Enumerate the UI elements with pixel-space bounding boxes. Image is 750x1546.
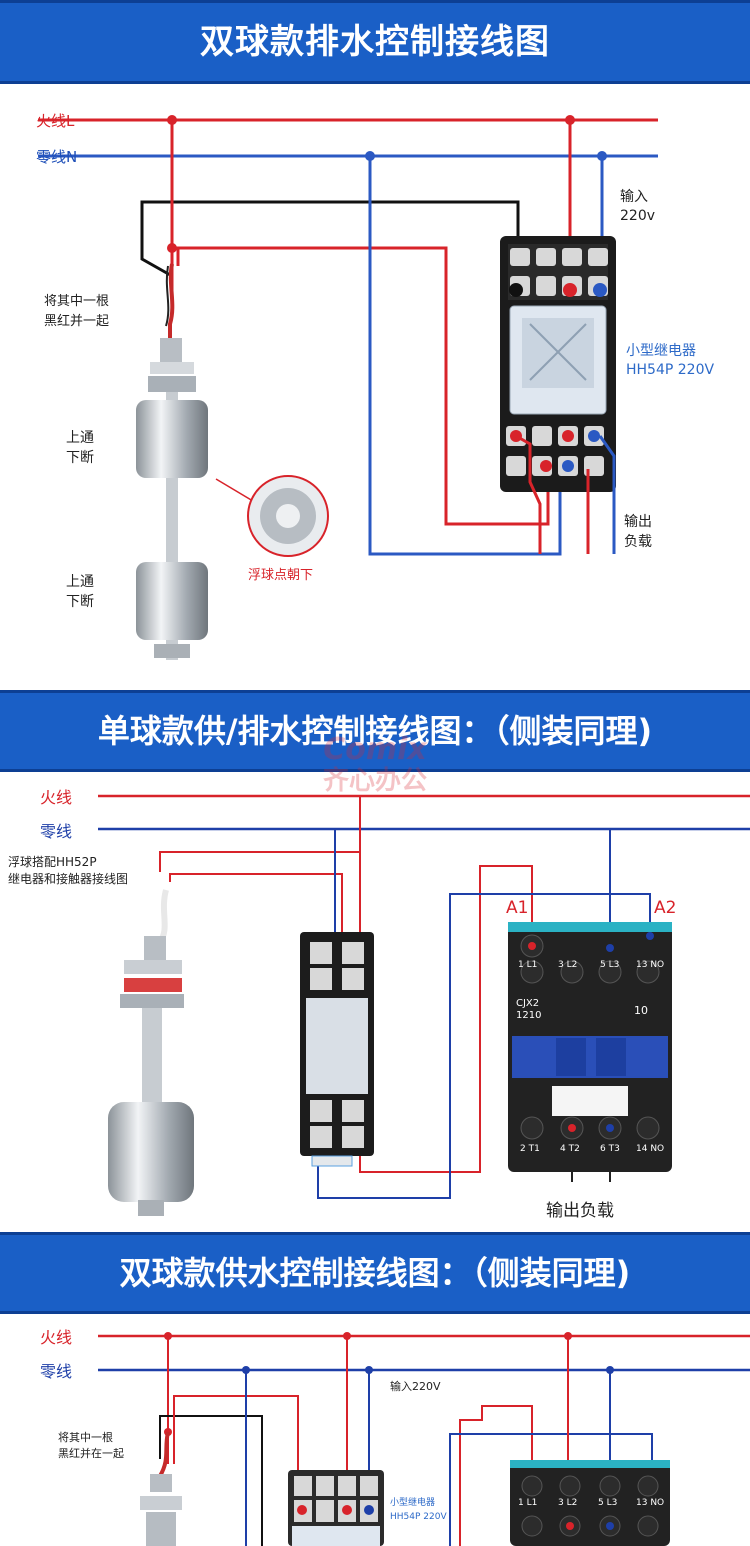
section2-live-label: 火线	[40, 788, 73, 807]
section1-join-note: 将其中一根 黑红并一起	[44, 294, 110, 329]
section3-input-label: 输入220V	[390, 1380, 441, 1393]
float-point-magnifier	[215, 475, 329, 557]
section3-neutral-label: 零线	[40, 1362, 73, 1381]
watermark: Comix 齐心办公	[290, 732, 460, 797]
section2-wiring-svg	[98, 794, 750, 1216]
double-float-switch	[136, 263, 208, 660]
section1-lower-ball-label: 上通 下断	[66, 574, 94, 610]
section1-live-label: 火线L	[36, 112, 75, 130]
section3-top-terminal-13: 13 NO	[636, 1498, 665, 1508]
section2-contactor-num: 10	[634, 1004, 648, 1017]
watermark-name: 齐心办公	[322, 766, 427, 796]
section3-join-note: 将其中一根 黑红并在一起	[58, 1431, 124, 1460]
section2-top-terminal-3: 3 L2	[558, 960, 578, 970]
section3-top-terminal-3: 3 L2	[558, 1498, 578, 1508]
section2-title-banner: 单球款供/排水控制接线图：（侧装同理)	[0, 690, 750, 772]
section2-output-label: 输出负载	[546, 1201, 614, 1221]
section2-bottom-terminal-4: 4 T2	[560, 1144, 580, 1154]
section2-a1-label: A1	[506, 898, 529, 918]
section3-title-banner: 双球款供水控制接线图：（侧装同理)	[0, 1232, 750, 1314]
section3-relay-model: 小型继电器 HH54P 220V	[390, 1498, 447, 1522]
watermark-brand: Comix	[323, 732, 427, 767]
section1-neutral-label: 零线N	[36, 148, 78, 166]
relay-hh54p	[500, 236, 616, 492]
section2-title: 单球款供/排水控制接线图：（侧装同理)	[97, 712, 653, 750]
black-wire	[140, 200, 520, 289]
relay-hh52p	[300, 932, 374, 1167]
section1-upper-ball-label: 上通 下断	[66, 430, 94, 466]
section2-diagram: 火线 零线 浮球搭配HH52P 继电器和接触器接线图 A1 A2 1 L1 3 …	[0, 772, 750, 1228]
section2-bottom-terminal-6: 6 T3	[600, 1144, 620, 1154]
neutral-relay-wire	[368, 156, 562, 556]
section1-title-banner: 双球款排水控制接线图	[0, 0, 750, 84]
section3-diagram: 火线 零线 输入220V 将其中一根 黑红并在一起 小型继电器 HH54P 22…	[0, 1314, 750, 1546]
contactor-cjx2	[508, 922, 672, 1172]
section2-bottom-terminal-2: 2 T1	[520, 1144, 540, 1154]
section2-note: 浮球搭配HH52P 继电器和接触器接线图	[8, 855, 129, 886]
section1-relay-model: 小型继电器 HH54P 220V	[626, 343, 715, 378]
section2-neutral-label: 零线	[40, 822, 73, 841]
section1-float-note: 浮球点朝下	[248, 568, 314, 583]
section1-diagram: 火线L 零线N 输入 220v 将其中一根 黑红并一起 小型继电器 HH54P …	[0, 84, 750, 684]
section1-output-label: 输出 负载	[624, 514, 652, 550]
section2-bottom-terminal-14: 14 NO	[636, 1144, 665, 1154]
section3-wiring-svg	[98, 1332, 750, 1546]
section1-title: 双球款排水控制接线图	[200, 22, 550, 62]
section2-top-terminal-5: 5 L3	[600, 960, 620, 970]
single-float-switch	[108, 889, 194, 1216]
section2-contactor-model: CJX2 1210	[516, 998, 542, 1021]
section2-top-terminal-1: 1 L1	[518, 960, 538, 970]
section3-title: 双球款供水控制接线图：（侧装同理)	[119, 1254, 631, 1292]
section1-input-label: 输入 220v	[620, 189, 656, 224]
section2-top-terminal-13: 13 NO	[636, 960, 665, 970]
section3-top-terminal-1: 1 L1	[518, 1498, 538, 1508]
section1-wiring-svg	[38, 115, 658, 660]
section3-top-terminal-5: 5 L3	[598, 1498, 618, 1508]
section2-a2-label: A2	[654, 898, 677, 918]
section3-live-label: 火线	[40, 1328, 73, 1347]
float-output-red-wire	[176, 246, 550, 526]
